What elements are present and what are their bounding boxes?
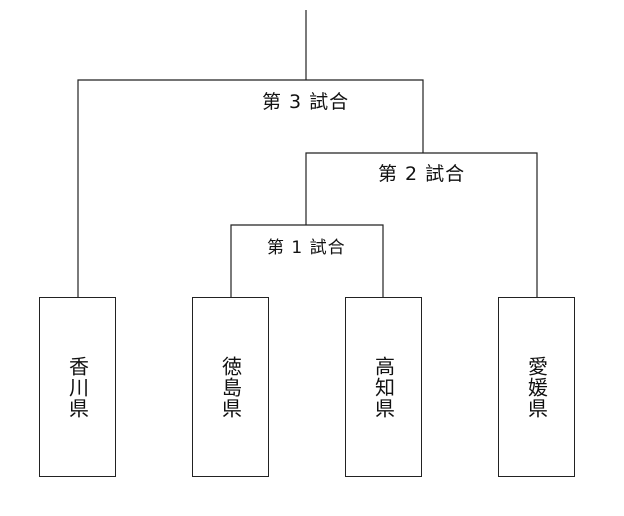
- match3-label: 第 3 試合: [262, 91, 350, 113]
- team-name-tokushima: 徳島県: [218, 355, 243, 419]
- team-box-kochi: 高知県: [345, 297, 422, 477]
- team-box-kagawa: 香川県: [39, 297, 116, 477]
- team-name-kochi: 高知県: [371, 355, 396, 419]
- match2-bracket-line: [305, 152, 538, 297]
- team-box-ehime: 愛媛県: [498, 297, 575, 477]
- match1-bracket-line: [230, 224, 384, 297]
- match1-label: 第 1 試合: [267, 238, 346, 258]
- team-name-kagawa: 香川県: [65, 355, 90, 419]
- match2-label: 第 2 試合: [378, 163, 466, 185]
- match3-bracket-line: [77, 79, 424, 297]
- team-box-tokushima: 徳島県: [192, 297, 269, 477]
- team-name-ehime: 愛媛県: [524, 355, 549, 419]
